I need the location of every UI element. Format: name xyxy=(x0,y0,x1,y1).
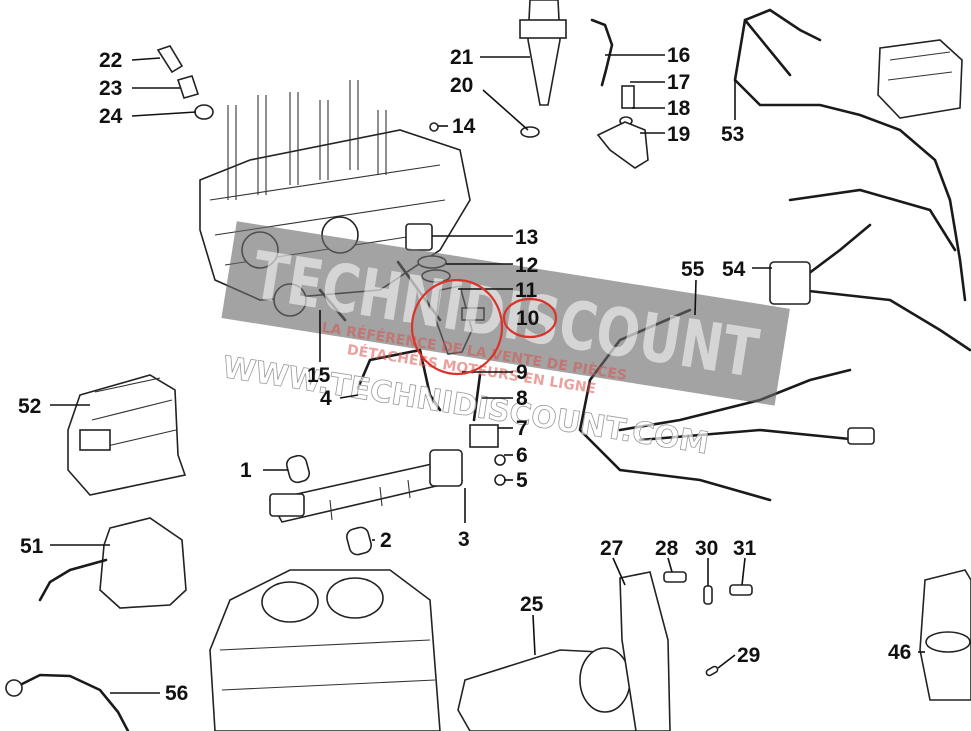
callout-30: 30 xyxy=(695,537,718,560)
callout-1: 1 xyxy=(240,459,252,482)
callout-24: 24 xyxy=(99,105,123,128)
callout-53: 53 xyxy=(721,123,744,146)
callout-labels: 22 23 24 21 20 14 16 17 18 19 53 13 12 1… xyxy=(18,44,911,705)
callout-14: 14 xyxy=(452,115,476,138)
bolt-drawing xyxy=(621,85,635,109)
callout-55: 55 xyxy=(681,258,705,281)
bolt-28-drawing xyxy=(663,571,687,583)
ecu-53-drawing xyxy=(877,39,963,119)
connector-55-drawing xyxy=(847,427,875,445)
callout-22: 22 xyxy=(99,49,122,72)
callout-6: 6 xyxy=(516,444,528,467)
callout-52: 52 xyxy=(18,395,41,418)
bolt-5-drawing xyxy=(494,474,506,486)
callout-54: 54 xyxy=(722,258,746,281)
highlight-circle-callout-10 xyxy=(502,297,558,339)
callout-12: 12 xyxy=(515,254,538,277)
stud-30-drawing xyxy=(703,585,713,605)
fuel-rail-drawing xyxy=(268,449,464,556)
highlight-circle-injector xyxy=(410,278,504,376)
sensor-drawing xyxy=(156,45,184,74)
washer-6-drawing xyxy=(494,454,506,466)
callout-15: 15 xyxy=(307,364,331,387)
injector-drawing xyxy=(519,0,567,138)
callout-2: 2 xyxy=(380,529,392,552)
callout-20: 20 xyxy=(450,74,473,97)
plug-drawing xyxy=(176,75,200,99)
callout-31: 31 xyxy=(733,537,757,560)
filter-46-drawing xyxy=(919,569,971,701)
callout-25: 25 xyxy=(520,593,544,616)
starter-25-drawing xyxy=(457,647,651,731)
engine-block-drawing xyxy=(209,569,441,731)
seal-ring-drawing xyxy=(194,104,214,120)
fuel-pipe-8-drawing xyxy=(472,373,482,422)
callout-46: 46 xyxy=(888,641,911,664)
callout-29: 29 xyxy=(737,644,760,667)
leader-lines xyxy=(50,54,925,694)
cable-lug-drawing xyxy=(5,679,23,697)
callout-51: 51 xyxy=(20,535,44,558)
callout-28: 28 xyxy=(655,537,679,560)
callout-13: 13 xyxy=(515,226,538,249)
callout-5: 5 xyxy=(516,469,528,492)
callout-4: 4 xyxy=(320,387,332,410)
callout-16: 16 xyxy=(667,44,690,67)
harness-54-drawing xyxy=(788,188,971,352)
callout-27: 27 xyxy=(600,537,623,560)
sleeve-drawing xyxy=(405,223,433,251)
injector-bracket-drawing xyxy=(596,121,649,169)
callout-3: 3 xyxy=(458,528,470,551)
callout-9: 9 xyxy=(516,361,528,384)
module-52-drawing xyxy=(67,374,187,496)
injection-pipe-drawing xyxy=(590,18,614,87)
fuel-pipe-4-drawing xyxy=(356,348,442,412)
callout-8: 8 xyxy=(516,387,528,410)
connector-54-drawing xyxy=(769,261,811,305)
harness-53-drawing xyxy=(733,8,967,302)
callout-21: 21 xyxy=(450,46,474,69)
callout-10: 10 xyxy=(516,307,539,330)
callout-23: 23 xyxy=(99,77,122,100)
bolt-31-drawing xyxy=(729,584,753,596)
callout-7: 7 xyxy=(516,417,528,440)
actuator-51-drawing xyxy=(38,517,187,609)
gasket-27-drawing xyxy=(619,571,671,731)
callout-17: 17 xyxy=(667,71,690,94)
pin-29-drawing xyxy=(705,665,719,677)
callout-19: 19 xyxy=(667,123,690,146)
callout-18: 18 xyxy=(667,97,691,120)
small-stud-drawing xyxy=(429,122,439,132)
callout-11: 11 xyxy=(515,279,538,302)
callout-56: 56 xyxy=(165,682,188,705)
cable-56-drawing xyxy=(12,673,130,731)
bracket-7-drawing xyxy=(469,424,499,448)
